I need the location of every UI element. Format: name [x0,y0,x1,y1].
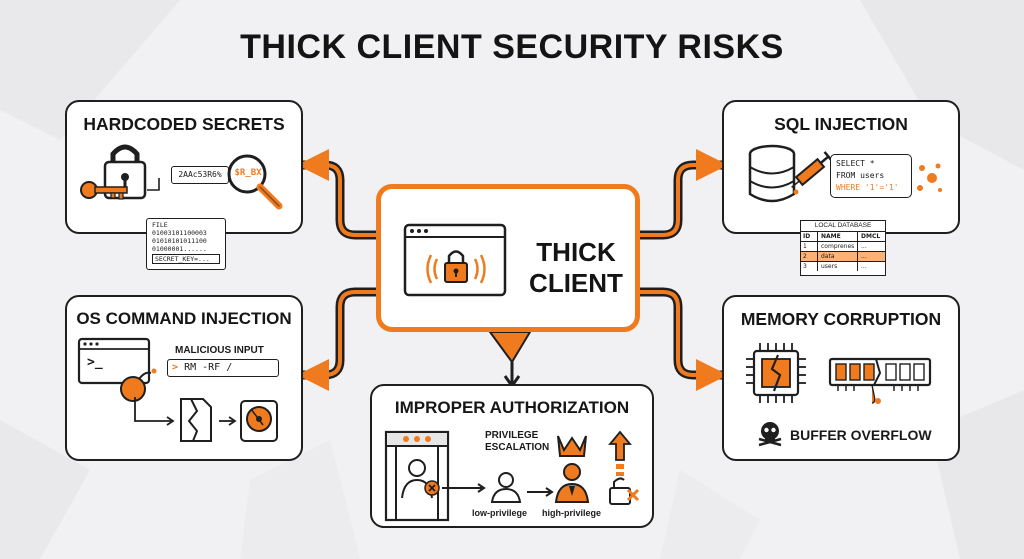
table-cell: users [818,262,858,271]
secret-key-field: SECRET_KEY=... [152,254,220,264]
local-database-table: LOCAL DATABASE ID NAME DMCL 1 comprenes … [800,220,886,276]
table-cell: 2 [801,252,818,261]
input-value: RM -RF / [184,362,233,373]
database-syringe-icon [748,144,834,203]
cpu-ram-corruption-icon [746,343,932,404]
database-header-id: ID [801,232,818,241]
binary-line: 01010101011100 [152,237,207,245]
database-header-name: NAME [818,232,858,241]
terminal-prompt: >_ [87,355,103,370]
key-lock-icon [80,144,160,200]
page-title: THICK CLIENT SECURITY RISKS [240,28,784,66]
high-privilege-label: high-privilege [542,508,602,518]
table-cell: data [818,252,858,261]
table-cell: comprenes [818,242,858,251]
secret-highlight: $R_BX [234,168,262,178]
file-label: FILE [152,221,168,229]
query-line: SELECT * [836,159,875,168]
database-header-row: ID NAME DMCL [801,232,885,242]
table-row: 3 users ... [801,262,885,271]
thick-client-line1: THICK [536,237,616,267]
table-cell: ... [861,243,867,250]
sql-query-bubble: SELECT * FROM users WHERE '1'='1' [830,154,912,198]
os-command-injection-card: OS COMMAND INJECTION >_ MALICIOUS INPUT … [65,295,303,461]
file-destroy-flow [134,397,278,442]
privilege-escalation-label: PRIVILEGE ESCALATION [485,430,549,454]
hardcoded-secrets-title: HARDCODED SECRETS [83,114,285,134]
binary-line: 01003101100003 [152,229,207,237]
app-window-lock-icon [403,223,507,297]
table-cell: 3 [801,262,818,271]
malicious-input-label: MALICIOUS INPUT [175,345,264,356]
low-privilege-label: low-privilege [472,508,528,518]
improper-authorization-title: IMPROPER AUTHORIZATION [394,398,630,417]
table-cell: ... [861,263,867,270]
sql-injection-title: SQL INJECTION [774,114,908,134]
thick-client-label: THICK CLIENT [521,237,631,299]
escalation-line2: ESCALATION [485,442,550,453]
table-cell: 1 [801,242,818,251]
splatter-icon [917,163,942,192]
buffer-overflow-label: BUFFER OVERFLOW [790,427,932,443]
memory-corruption-card: MEMORY CORRUPTION BUFFER OVERFLOW [722,295,960,461]
improper-authorization-card: IMPROPER AUTHORIZATION PRIVILEGE ESCALAT… [370,384,654,528]
query-line: WHERE '1'='1' [836,183,899,192]
skull-icon [758,422,782,447]
input-marker: > [172,362,179,373]
table-row: 1 comprenes ... [801,242,885,252]
thick-client-card: THICK CLIENT [376,184,640,332]
database-header-dmcl: DMCL [861,233,881,240]
os-command-injection-title: OS COMMAND INJECTION [76,309,292,328]
table-cell: ... [861,253,867,260]
privilege-escalation-illustration [384,430,640,522]
file-document: FILE 01003101100003 01010101011100 01000… [146,218,226,270]
memory-corruption-title: MEMORY CORRUPTION [740,309,942,329]
malicious-input-field: > RM -RF / [167,359,279,377]
terminal-bomb-icon [77,337,157,402]
secret-snippet: 2AAc53R6% [171,166,229,184]
thick-client-line2: CLIENT [529,268,623,298]
escalation-line1: PRIVILEGE [485,430,539,441]
magnifier-icon [227,154,283,210]
query-line: FROM users [836,171,885,180]
sql-injection-card: SQL INJECTION SELECT * FROM users WHERE … [722,100,960,234]
table-row-highlighted: 2 data ... [801,252,885,262]
binary-line: 01000001...... [152,245,207,253]
hardcoded-secrets-card: HARDCODED SECRETS 2AAc53R6% $R_BX [65,100,303,234]
database-title: LOCAL DATABASE [801,221,885,232]
